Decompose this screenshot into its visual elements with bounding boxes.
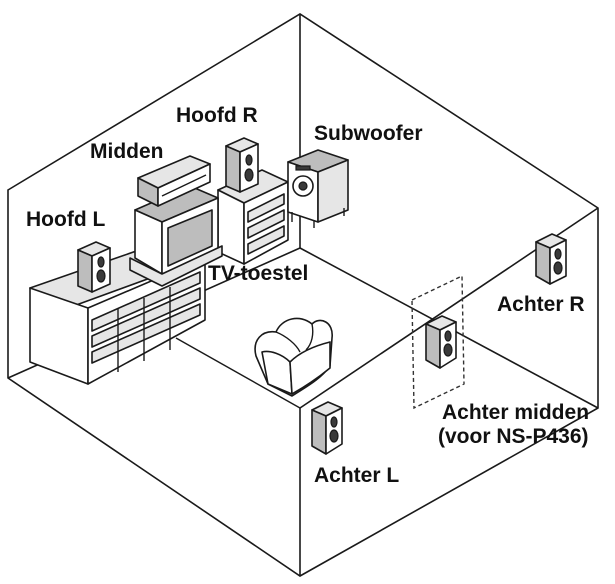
label-rear-left: Achter L bbox=[314, 464, 399, 487]
sideboard bbox=[29, 239, 206, 385]
label-rear-right: Achter R bbox=[497, 293, 585, 316]
rear-left-speaker bbox=[311, 401, 343, 455]
floor-front-left bbox=[175, 337, 301, 409]
rear-center-speaker bbox=[411, 274, 465, 410]
label-rear-center-1: Achter midden bbox=[442, 401, 589, 424]
label-rear-center-2: (voor NS-P436) bbox=[438, 425, 589, 448]
label-main-right: Hoofd R bbox=[176, 104, 258, 127]
label-center: Midden bbox=[90, 140, 164, 163]
main-left-speaker bbox=[77, 241, 111, 293]
armchair bbox=[254, 317, 333, 397]
tv-set bbox=[129, 185, 223, 287]
rear-right-speaker bbox=[535, 233, 567, 285]
optional-dashed-outline bbox=[411, 274, 465, 410]
label-tv: TV-toestel bbox=[208, 262, 308, 285]
label-main-left: Hoofd L bbox=[26, 208, 105, 231]
label-subwoofer: Subwoofer bbox=[314, 122, 423, 145]
subwoofer-unit bbox=[287, 149, 349, 228]
center-speaker bbox=[137, 155, 211, 207]
main-right-speaker bbox=[225, 137, 259, 193]
